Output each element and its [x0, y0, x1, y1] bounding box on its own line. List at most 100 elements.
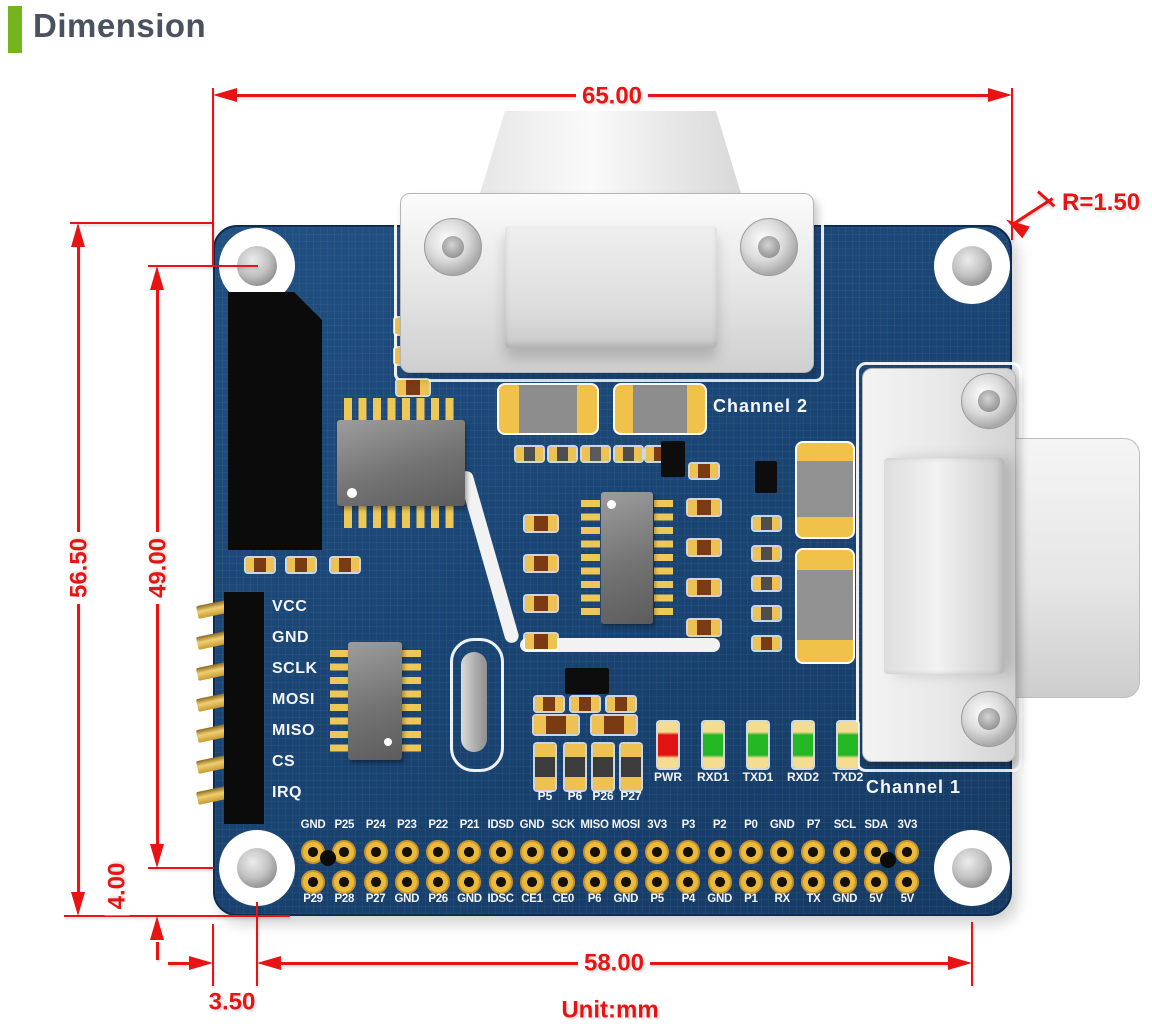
extension-line — [256, 902, 258, 986]
dim-arrow — [150, 844, 164, 868]
smd-component — [582, 447, 609, 461]
gpio-pin-hole — [519, 870, 544, 894]
smd-component — [565, 744, 585, 790]
extension-line — [148, 265, 258, 267]
rxd1-led — [703, 722, 723, 768]
unit-label: Unit:mm — [561, 996, 659, 1024]
db9-top-body — [505, 226, 717, 348]
gpio-top-label: SCL — [833, 819, 856, 831]
mounting-hole-bottom-left — [219, 830, 295, 906]
smd-component — [753, 517, 780, 530]
spi-pin-label-miso: MISO — [272, 722, 315, 739]
dim-arrow — [71, 223, 85, 247]
gpio-bottom-label: P26 — [428, 893, 448, 905]
gpio-pin-hole — [738, 870, 763, 894]
gpio-top-label: P23 — [397, 819, 417, 831]
soic-ic — [337, 420, 465, 506]
gpio-pin-hole — [613, 870, 638, 894]
db9-screw-post — [424, 218, 482, 276]
txd2-led — [838, 722, 858, 768]
dim-hole-v-spacing: 49.00 — [144, 531, 171, 605]
led-label: RXD2 — [786, 770, 819, 784]
gpio-pin-hole — [707, 870, 732, 894]
soic-ic — [601, 492, 653, 624]
smd-component — [592, 716, 636, 734]
title-accent-bar — [8, 6, 22, 53]
gpio-bottom-label: GND — [394, 893, 420, 905]
ic-pins — [581, 500, 600, 616]
ic-pins — [330, 650, 349, 752]
gpio-bottom-label: 5V — [900, 893, 915, 905]
gpio-top-label: MOSI — [611, 819, 641, 831]
gpio-bottom-label: GND — [707, 893, 732, 905]
gpio-top-label: P22 — [428, 819, 448, 831]
gpio-bottom-label: P27 — [365, 893, 386, 905]
smd-component — [525, 596, 557, 611]
gpio-pin-hole — [707, 840, 732, 864]
jumper-label: P26 — [592, 789, 614, 803]
dim-arrow — [150, 916, 164, 940]
mounting-hole-bore — [237, 848, 277, 888]
spi-pin-label-gnd: GND — [272, 629, 310, 646]
txd1-led — [748, 722, 768, 768]
gpio-pin-hole — [363, 840, 388, 864]
dim-arrow — [988, 88, 1012, 102]
gpio-top-label: P3 — [681, 819, 696, 831]
gpio-pin-hole — [770, 870, 795, 894]
smd-component — [246, 558, 274, 572]
gpio-bottom-label: GND — [613, 893, 639, 905]
gpio-bottom-label: GND — [832, 893, 858, 905]
dim-hole-h-spacing: 58.00 — [577, 950, 651, 976]
dim-line-stub — [156, 942, 159, 960]
gpio-top-label: P2 — [712, 819, 727, 831]
db9-screw-post — [961, 691, 1017, 747]
spi-pin-label-vcc: VCC — [272, 598, 308, 615]
capacitor — [795, 441, 855, 539]
gpio-pin-hole — [770, 840, 795, 864]
page-title: Dimension — [33, 7, 207, 44]
extension-line — [212, 924, 214, 986]
smd-component — [593, 744, 613, 790]
mounting-hole-bore — [952, 246, 992, 286]
black-connector — [228, 292, 322, 550]
gpio-pin-hole — [832, 870, 857, 894]
crystal — [461, 652, 487, 752]
gpio-pin-hole — [332, 870, 357, 894]
smd-component — [534, 716, 578, 734]
gpio-pin-hole — [613, 840, 638, 864]
gpio-pin-hole — [738, 840, 763, 864]
silkscreen-trace — [520, 638, 720, 652]
gpio-pin-hole — [645, 840, 670, 864]
smd-component — [690, 464, 718, 478]
smd-component — [535, 697, 563, 711]
dim-arrow — [948, 956, 972, 970]
smd-component — [549, 447, 576, 461]
gpio-pin-hole — [645, 870, 670, 894]
screw-bore — [978, 708, 1000, 730]
gpio-bottom-label: P5 — [650, 893, 664, 905]
gpio-pin-hole — [582, 870, 607, 894]
dim-arrow — [150, 266, 164, 290]
gpio-pin-hole — [488, 870, 513, 894]
mounting-hole-bore — [952, 848, 992, 888]
smd-component — [516, 447, 543, 461]
gpio-bottom-label: TX — [806, 893, 821, 905]
gpio-pin-hole — [801, 840, 826, 864]
sot23-transistor — [755, 461, 777, 493]
pin1-dot — [347, 488, 357, 498]
gpio-bottom-label: P28 — [334, 893, 355, 905]
smd-component — [331, 558, 359, 572]
gpio-bottom-label: IDSC — [487, 893, 515, 905]
gpio-top-label: GND — [769, 819, 795, 831]
gpio-top-label: IDSD — [487, 819, 515, 831]
gpio-pin-hole — [457, 840, 482, 864]
dim-hole-left-offset: 3.50 — [202, 989, 262, 1015]
smd-component — [287, 558, 315, 572]
gpio-pin-hole — [551, 840, 576, 864]
sot23-transistor — [661, 441, 685, 477]
mounting-hole-top-right — [934, 228, 1010, 304]
smd-component — [688, 540, 720, 555]
extension-line — [971, 922, 973, 986]
extension-line — [64, 915, 290, 917]
gpio-pin-hole — [832, 840, 857, 864]
